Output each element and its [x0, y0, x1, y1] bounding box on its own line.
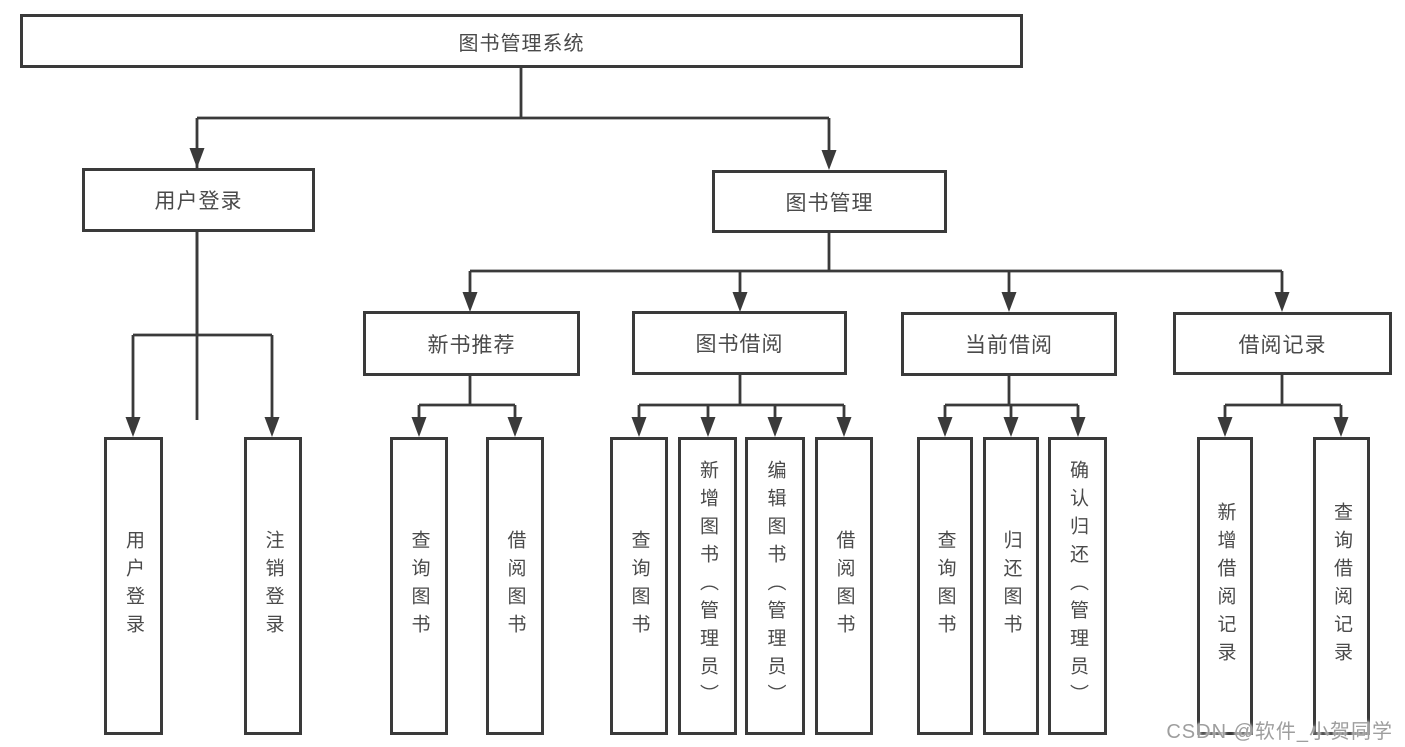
leaf-label: 归还图书 [1000, 530, 1022, 642]
leaf-label: 编辑图书（管理员） [764, 460, 786, 712]
leaf-label: 确认归还（管理员） [1067, 460, 1088, 712]
leaf-add-books-admin: 新增图书（管理员） [678, 437, 737, 735]
arrow-down-icon [821, 150, 837, 170]
connector-user-login-subtree [131, 232, 274, 420]
leaf-label: 查询图书 [408, 530, 430, 642]
arrow-down-icon [836, 417, 852, 437]
node-new-book-recommendation: 新书推荐 [363, 311, 580, 376]
leaf-confirm-return-admin: 确认归还（管理员） [1048, 437, 1107, 735]
leaf-label: 新增借阅记录 [1214, 502, 1236, 670]
arrow-down-icon [189, 148, 205, 168]
arrow-down-icon [1217, 417, 1233, 437]
leaf-edit-books-admin: 编辑图书（管理员） [745, 437, 805, 735]
node-library-management-system: 图书管理系统 [20, 14, 1023, 68]
leaf-query-borrow-record: 查询借阅记录 [1313, 437, 1370, 735]
arrow-down-icon [631, 417, 647, 437]
leaf-label: 用户登录 [123, 530, 144, 642]
leaf-label: 查询图书 [628, 530, 650, 642]
leaf-return-books: 归还图书 [983, 437, 1039, 735]
arrow-down-icon [1333, 417, 1349, 437]
arrow-down-icon [767, 417, 783, 437]
node-current-borrowing: 当前借阅 [901, 312, 1117, 376]
connector-lines [131, 68, 1343, 420]
arrowheads [125, 148, 1349, 437]
connector-new-book-subtree [417, 376, 517, 420]
connector-book-mgmt-to-level3 [468, 233, 1284, 295]
arrow-down-icon [1001, 292, 1017, 312]
leaf-label: 注销登录 [262, 530, 284, 642]
leaf-label: 新增图书（管理员） [697, 460, 718, 712]
leaf-label: 借阅图书 [833, 530, 855, 642]
arrow-down-icon [700, 417, 716, 437]
connector-root-to-level2 [195, 68, 831, 420]
arrow-down-icon [1003, 417, 1019, 437]
node-book-management: 图书管理 [712, 170, 947, 233]
leaf-label: 借阅图书 [504, 530, 526, 642]
leaf-user-login: 用户登录 [104, 437, 163, 735]
leaf-label: 查询借阅记录 [1331, 502, 1352, 670]
arrow-down-icon [507, 417, 523, 437]
arrow-down-icon [1070, 417, 1086, 437]
leaf-borrow-books-recommend: 借阅图书 [486, 437, 544, 735]
leaf-borrow-books: 借阅图书 [815, 437, 873, 735]
connector-book-borrow-subtree [637, 375, 846, 420]
leaf-logout: 注销登录 [244, 437, 302, 735]
arrow-down-icon [462, 292, 478, 312]
leaf-query-books-recommend: 查询图书 [390, 437, 448, 735]
csdn-watermark: CSDN @软件_小贺同学 [1166, 721, 1393, 743]
connector-current-borrow-subtree [943, 376, 1080, 420]
leaf-add-borrow-record: 新增借阅记录 [1197, 437, 1253, 735]
leaf-label: 查询图书 [934, 530, 956, 642]
arrow-down-icon [937, 417, 953, 437]
node-book-borrowing: 图书借阅 [632, 311, 847, 375]
arrow-down-icon [1274, 292, 1290, 312]
node-user-login: 用户登录 [82, 168, 315, 232]
connector-borrow-records-subtree [1223, 375, 1343, 420]
arrow-down-icon [264, 417, 280, 437]
leaf-query-books-borrowing: 查询图书 [610, 437, 668, 735]
arrow-down-icon [411, 417, 427, 437]
leaf-query-books-current: 查询图书 [917, 437, 973, 735]
arrow-down-icon [125, 417, 141, 437]
arrow-down-icon [732, 292, 748, 312]
node-borrowing-records: 借阅记录 [1173, 312, 1392, 375]
